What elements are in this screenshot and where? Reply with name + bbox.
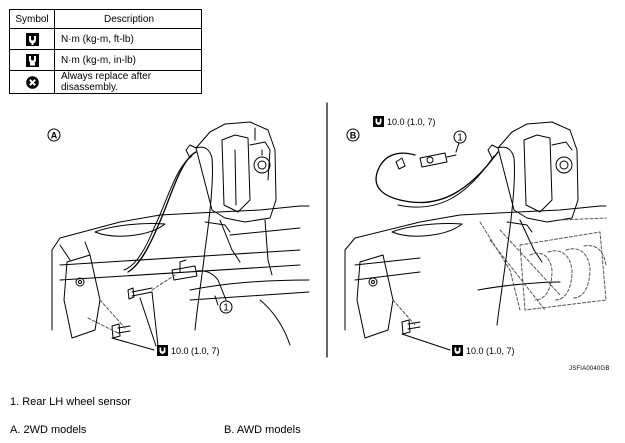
view-b-callout-circle: 1 <box>453 130 467 144</box>
torque-wrench-icon <box>452 345 463 356</box>
legend-row: N·m (kg-m, in-lb) <box>9 49 202 71</box>
note-item-a: A. 2WD models <box>10 424 87 436</box>
view-a-torque-value: 10.0 (1.0, 7) <box>171 346 220 356</box>
view-b-callout-number: 1 <box>457 133 463 144</box>
torque-wrench-icon <box>373 116 384 127</box>
replace-x-icon <box>25 75 39 89</box>
view-a-label-circle: A <box>47 128 61 142</box>
view-b-label: B <box>350 131 357 141</box>
note-item-1: 1. Rear LH wheel sensor <box>10 396 132 408</box>
symbol-legend-table: Symbol Description N·m (kg-m, ft-lb) N·m… <box>9 9 202 94</box>
torque-wrench-icon <box>25 32 39 46</box>
legend-row: Always replace after disassembly. <box>9 70 202 94</box>
view-b-lower-torque-value: 10.0 (1.0, 7) <box>466 346 515 356</box>
view-a-label: A <box>51 131 58 141</box>
view-a-torque-callout: 10.0 (1.0, 7) <box>157 345 220 356</box>
legend-header-row: Symbol Description <box>9 9 202 29</box>
view-b-lower-torque-callout: 10.0 (1.0, 7) <box>452 345 515 356</box>
view-a-callout-number: 1 <box>223 303 229 314</box>
view-b-torque-callout: 10.0 (1.0, 7) <box>373 116 436 127</box>
view-b-drawing <box>344 121 607 351</box>
view-b-label-circle: B <box>346 128 360 142</box>
note-item-b: B. AWD models <box>224 424 301 436</box>
view-a-drawing <box>51 121 310 351</box>
legend-description: Always replace after disassembly. <box>54 70 202 94</box>
torque-wrench-icon <box>157 345 168 356</box>
view-b-torque-value: 10.0 (1.0, 7) <box>387 117 436 127</box>
figure-code: JSFIA0040GB <box>569 366 610 372</box>
view-a-callout-circle: 1 <box>219 300 233 314</box>
torque-wrench-small-icon <box>25 53 39 67</box>
